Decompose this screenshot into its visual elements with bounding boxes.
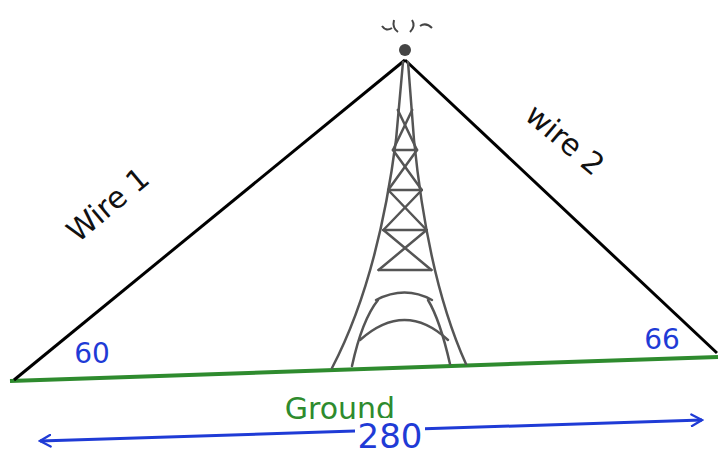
antenna-ball bbox=[399, 44, 411, 56]
tower-figure bbox=[332, 62, 466, 368]
dimension-label: 280 bbox=[355, 418, 426, 454]
wire-line bbox=[405, 60, 717, 353]
angle-label: 60 bbox=[71, 339, 113, 369]
wire-label: Wire 1 bbox=[59, 160, 158, 250]
signal-marks bbox=[382, 20, 432, 32]
ground-line bbox=[10, 357, 718, 381]
wire-label: wire 2 bbox=[517, 96, 612, 183]
wire-line bbox=[14, 60, 405, 380]
angle-label: 66 bbox=[641, 325, 683, 355]
